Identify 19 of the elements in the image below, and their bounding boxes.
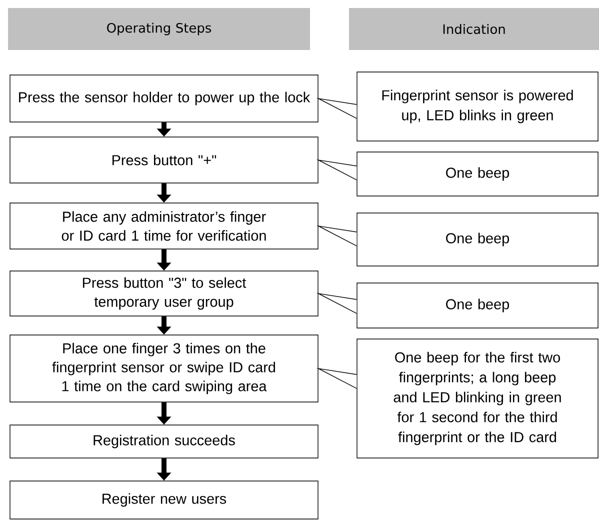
- callout-pointer: [316, 368, 357, 389]
- step-box: Press button "3" to select temporary user group: [10, 270, 318, 316]
- callout-box: Fingerprint sensor is powered up, LED blinks in green: [356, 72, 598, 142]
- callout-pointer: [316, 225, 357, 246]
- callout-pointer: [316, 98, 357, 119]
- callout-box: One beep: [356, 282, 598, 328]
- callout-box: One beep for the first two fingerprints; a long beep and LED blinking in green for 1 second for the third fingerprint or the ID card: [356, 338, 598, 458]
- column-header: Indication: [349, 8, 599, 50]
- callout-pointer: [316, 159, 357, 180]
- callout-pointer: [316, 292, 357, 314]
- callout-box: One beep: [356, 212, 598, 266]
- step-box: Place one finger 3 times on the fingerprint sensor or swipe ID card 1 time on the card swiping area: [10, 334, 318, 402]
- step-box: Register new users: [10, 480, 318, 520]
- step-box: Place any administrator’s finger or ID card 1 time for verification: [10, 202, 318, 250]
- step-box: Press button "+": [10, 136, 318, 184]
- step-box: Registration succeeds: [10, 424, 318, 458]
- callout-box: One beep: [356, 152, 598, 196]
- column-header: Operating Steps: [8, 8, 310, 50]
- step-box: Press the sensor holder to power up the lock: [10, 74, 318, 122]
